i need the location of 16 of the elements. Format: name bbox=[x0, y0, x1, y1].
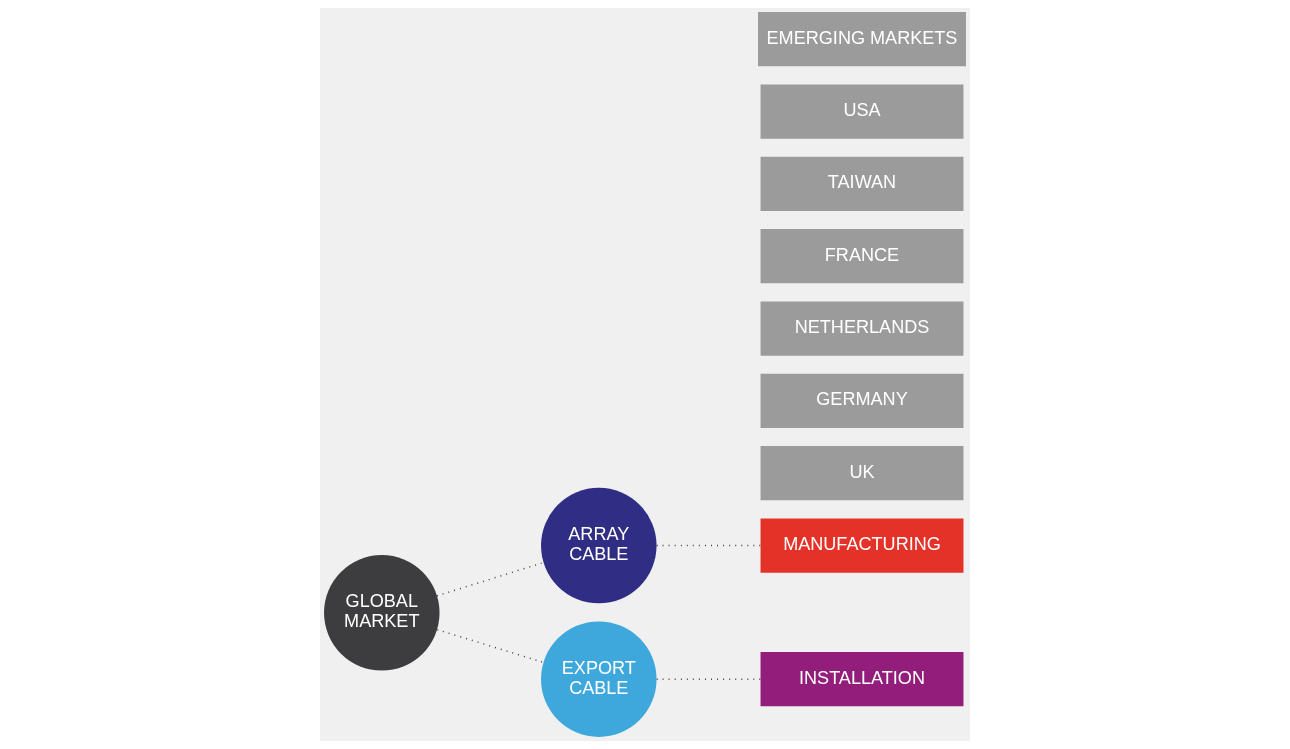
node-box: GERMANY bbox=[760, 373, 964, 428]
connector bbox=[656, 544, 762, 547]
node-box: UK bbox=[760, 446, 964, 501]
node-box: EMERGING MARKETS bbox=[758, 12, 966, 67]
connector bbox=[656, 678, 762, 680]
node-box: TAIWAN bbox=[760, 156, 964, 211]
node-box: NETHERLANDS bbox=[760, 301, 964, 356]
node-box: USA bbox=[760, 84, 964, 139]
connector bbox=[436, 561, 545, 597]
node-box: INSTALLATION bbox=[760, 652, 964, 707]
node-circle: EXPORT CABLE bbox=[541, 621, 657, 737]
connector bbox=[436, 628, 545, 664]
node-box: MANUFACTURING bbox=[760, 518, 964, 573]
node-circle: ARRAY CABLE bbox=[541, 487, 657, 604]
node-circle: GLOBAL MARKET bbox=[324, 555, 440, 671]
node-box: FRANCE bbox=[760, 229, 964, 284]
